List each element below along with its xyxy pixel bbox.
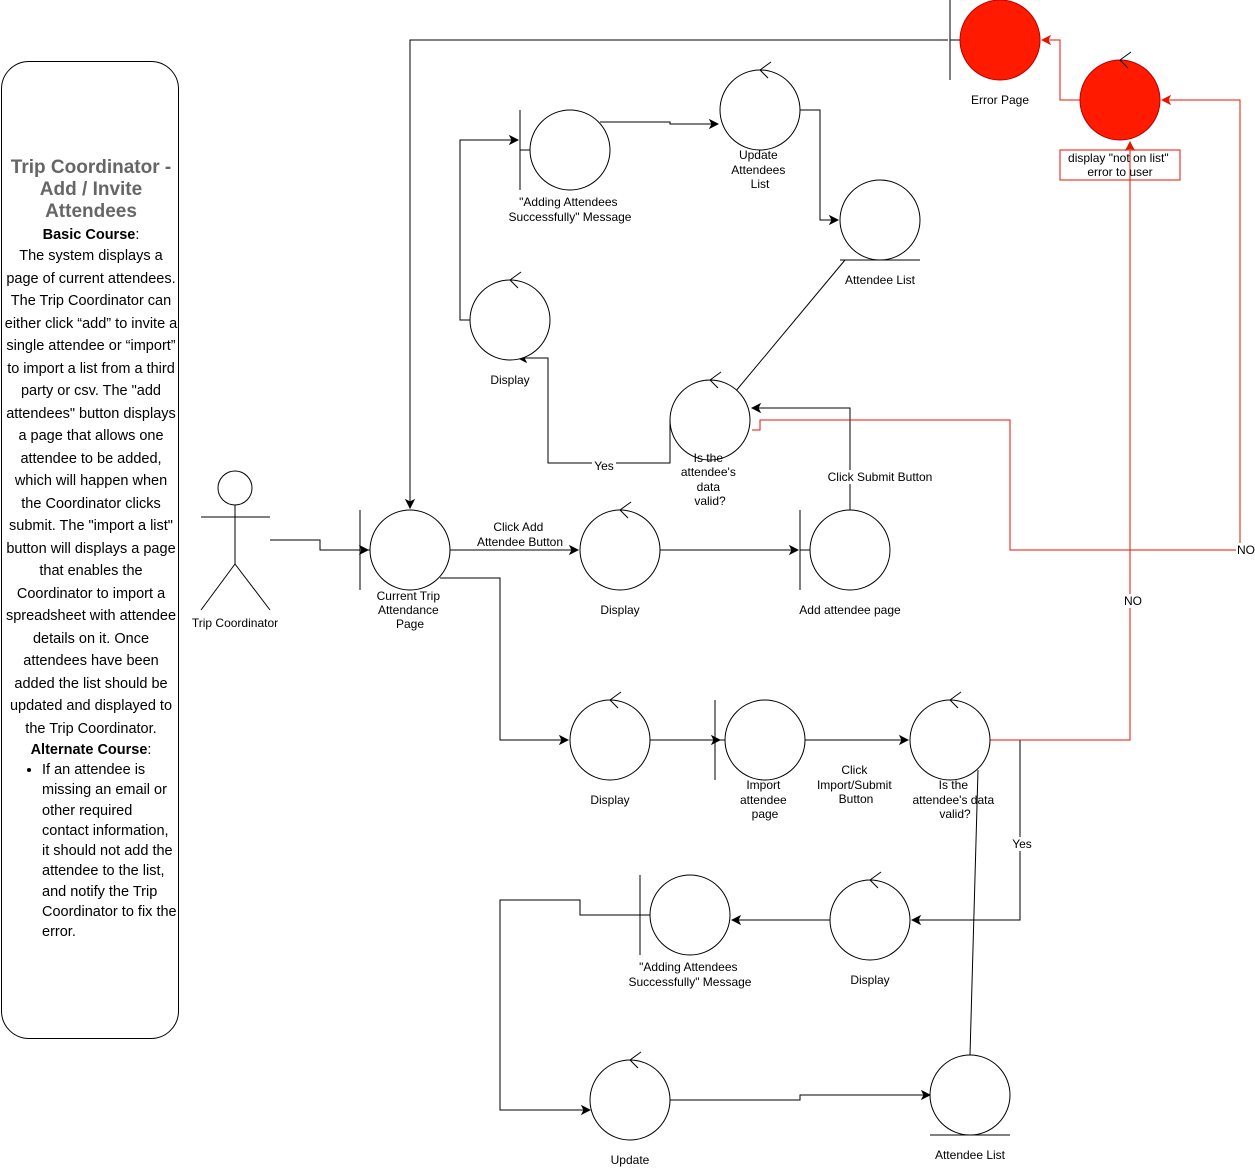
update-to-list-bottom-connector: [670, 1095, 930, 1101]
display-import-control: [569, 691, 651, 781]
actor-label: Trip Coordinator: [192, 616, 278, 630]
success-bottom-label: "Adding Attendees Successfully" Message: [629, 960, 752, 989]
display-add-label: Display: [600, 603, 639, 617]
no-top-connector: [752, 100, 1241, 551]
use-case-description-panel: Trip Coordinator - Add / Invite Attendee…: [1, 61, 179, 1039]
yes-top-edge-label: Yes: [594, 459, 614, 473]
control-shapes: [469, 61, 991, 1141]
list-to-validity-bottom-connector: [969, 769, 979, 1056]
alternate-course-heading: Alternate Course:: [30, 742, 152, 758]
current-page-boundary: [359, 509, 451, 591]
alternate-course-heading-text: Alternate Course: [30, 742, 148, 758]
no-mid-edge-label: NO: [1124, 594, 1142, 608]
use-case-title: Trip Coordinator - Add / Invite Attendee…: [10, 157, 172, 222]
success-to-update-bottom-connector: [499, 899, 640, 1110]
actor-figure: [200, 470, 271, 611]
error-ctrl-label: display "not on list" error to user: [1068, 151, 1172, 179]
display-to-success-connector: [459, 140, 518, 321]
click-import-edge-label: Click Import/Submit Button: [817, 763, 895, 806]
no-bottom-connector: [990, 142, 1130, 741]
validity-bottom-control: [909, 691, 991, 781]
entity-shapes: [839, 179, 1011, 1136]
display-bottom-control: [829, 871, 911, 961]
validity-top-label: Is the attendee's data valid?: [681, 451, 739, 508]
no-right-edge-label: NO: [1237, 543, 1255, 557]
error-flow-connectors: [752, 40, 1241, 741]
actor-right-leg: [234, 563, 271, 611]
attendee-list-top-entity: [839, 179, 921, 261]
boundary-shapes: [359, 109, 891, 956]
display-top-label: Display: [490, 373, 529, 387]
error-shapes: [949, 0, 1181, 181]
list-bottom-label: Attendee List: [935, 1148, 1006, 1162]
click-add-edge-label: Click Add Attendee Button: [477, 520, 563, 549]
success-to-update-connector: [600, 122, 718, 124]
node-labels: Trip Coordinator Current Trip Attendance…: [192, 93, 1172, 1167]
update-top-label: Update Attendees List: [731, 148, 788, 191]
basic-course-text: The system displays a page of current at…: [4, 248, 178, 737]
display-add-control: [579, 501, 661, 591]
validity-bottom-label: Is the attendee's data valid?: [912, 778, 997, 821]
error-page-label: Error Page: [971, 93, 1029, 107]
yes-bottom-edge-label: Yes: [1012, 837, 1032, 851]
click-submit-edge-label: Click Submit Button: [828, 470, 933, 484]
yes-to-display-connector: [518, 358, 671, 464]
use-case-description: Trip Coordinator - Add / Invite Attendee…: [2, 157, 180, 943]
alternate-course-list: If an attendee is missing an email or ot…: [2, 760, 180, 943]
display-import-label: Display: [590, 793, 629, 807]
add-page-boundary: [799, 509, 891, 591]
click-submit-connector: [752, 408, 851, 510]
list-top-label: Attendee List: [845, 273, 916, 287]
alternate-course-item: If an attendee is missing an email or ot…: [42, 760, 178, 943]
basic-course-heading: Basic Course:: [42, 227, 140, 243]
error-to-current-page-connector: [410, 39, 948, 508]
list-to-validity-connector: [734, 259, 846, 393]
display-bottom-label: Display: [850, 973, 889, 987]
actor-to-current-page-connector: [270, 539, 368, 550]
error-ctrl-to-page-connector: [1042, 40, 1080, 101]
update-bottom-label: Update: [611, 1153, 650, 1167]
display-top-control: [469, 271, 551, 361]
error-ctrl-label-box: [1059, 149, 1181, 181]
import-page-label: Import attendee page: [740, 778, 790, 821]
attendee-list-bottom-entity: [929, 1054, 1011, 1136]
update-top-control: [719, 61, 801, 151]
edge-labels: Click Add Attendee Button Click Submit B…: [476, 459, 1255, 851]
success-bottom-boundary: [639, 874, 731, 956]
basic-course-heading-text: Basic Course: [42, 227, 136, 243]
error-ctrl-control: [1079, 51, 1161, 141]
success-top-label: "Adding Attendees Successfully" Message: [509, 195, 632, 224]
add-page-label: Add attendee page: [799, 603, 901, 617]
yes-bottom-connector: [912, 740, 1021, 920]
current-page-label: Current Trip Attendance Page: [377, 589, 444, 631]
current-page-to-import-display-connector: [440, 577, 568, 740]
update-bottom-control: [589, 1051, 671, 1141]
error-page-boundary: [949, 0, 1041, 81]
update-to-list-connector: [800, 109, 838, 220]
import-page-boundary: [714, 699, 806, 781]
success-top-boundary: [519, 109, 611, 191]
actor-head: [217, 470, 253, 506]
actor-left-leg: [200, 563, 236, 611]
validity-top-control: [669, 371, 751, 461]
